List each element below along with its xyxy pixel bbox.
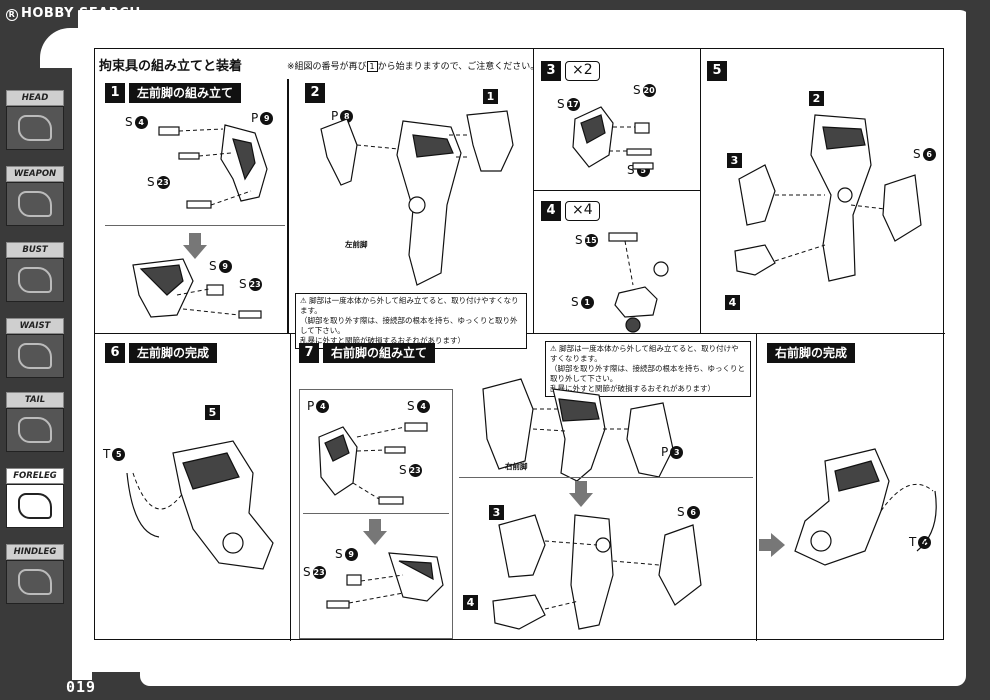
page-number: 019 (66, 678, 97, 696)
ref-4: 4 (725, 295, 740, 310)
side-tab-weapon[interactable]: WEAPON (6, 166, 64, 226)
side-tab-foreleg[interactable]: FORELEG (6, 468, 64, 528)
step-2-warning: ⚠ 脚部は一度本体から外して組み立てると、取り付けやすくなります。 （脚部を取り… (295, 293, 527, 349)
left-leg-label: 左前脚 (345, 240, 368, 249)
step-3-header: 3×2 (541, 61, 600, 81)
down-arrow-icon (183, 233, 207, 259)
down-arrow-icon (363, 519, 387, 545)
panel-step-4 (533, 191, 701, 334)
ref-2: 2 (809, 91, 824, 106)
step-8-header: 右前脚の完成 (767, 343, 856, 363)
step-7-subresult-illustration (326, 552, 444, 609)
page-title: 拘束具の組み立てと装着 (99, 59, 243, 74)
step-4-illustration (608, 232, 669, 333)
step-4-header: 4×4 (541, 201, 600, 221)
panel-step-5 (701, 49, 945, 334)
foreleg-icon (18, 493, 52, 519)
down-arrow-icon (569, 481, 593, 507)
step-7-subbox (299, 389, 453, 639)
side-tab-tail[interactable]: TAIL (6, 392, 64, 452)
side-tab-bust[interactable]: BUST (6, 242, 64, 302)
step-2-header: 2 (305, 83, 325, 103)
right-arrow-icon (759, 533, 785, 557)
step-1-divider (105, 225, 285, 226)
hindleg-icon (18, 569, 52, 595)
step-5-header: 5 (707, 61, 727, 81)
step-7-final-illustration (492, 514, 702, 630)
head-icon (18, 115, 52, 141)
ref-1: 1 (483, 89, 498, 104)
step-2-leg-illustration (320, 110, 514, 286)
foreleg-left-complete-illustration (126, 440, 274, 570)
step-5-illustration (734, 114, 922, 282)
step-1-result-illustration (132, 258, 262, 319)
ref-4-b: 4 (463, 595, 478, 610)
waist-icon (18, 343, 52, 369)
step-7-warning: ⚠ 脚部は一度本体から外して組み立てると、取り付けやすくなります。 （脚部を取り… (545, 341, 751, 397)
step-7-leg-illustration (482, 378, 674, 482)
frame-bottom (0, 672, 990, 700)
weapon-icon (18, 191, 52, 217)
frame-top (0, 0, 990, 30)
panel-step-3 (533, 49, 701, 191)
registered-mark-icon: R (6, 9, 18, 21)
side-tab-hindleg[interactable]: HINDLEG (6, 544, 64, 604)
frame-right (966, 0, 990, 700)
tail-icon (18, 417, 52, 443)
ref-3-b: 3 (489, 505, 504, 520)
step-3-illustration (572, 106, 654, 170)
right-leg-label: 右前脚 (505, 462, 528, 471)
panel-step-6 (95, 334, 291, 641)
side-tab-waist[interactable]: WAIST (6, 318, 64, 378)
step-1-parts-illustration (158, 124, 268, 209)
bust-icon (18, 267, 52, 293)
ref-3: 3 (727, 153, 742, 168)
panel-step-7 (291, 334, 757, 641)
ref-5: 5 (205, 405, 220, 420)
step-7-parts-illustration (318, 422, 428, 505)
foreleg-right-complete-illustration (794, 448, 937, 566)
side-tab-head[interactable]: HEAD (6, 90, 64, 150)
